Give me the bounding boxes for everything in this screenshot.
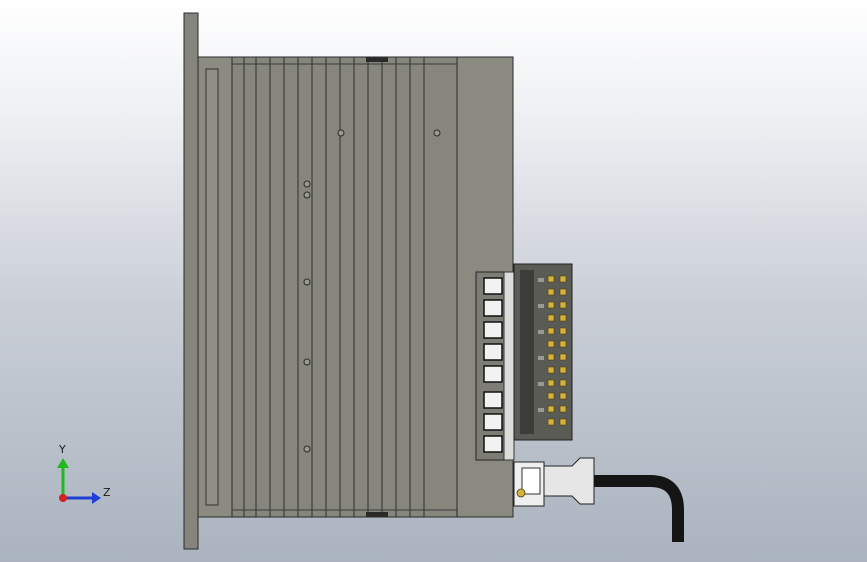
flange-slot bbox=[205, 68, 219, 506]
bottom-clip bbox=[366, 512, 388, 517]
top-clip bbox=[366, 57, 388, 62]
y-axis-arrow bbox=[57, 458, 69, 468]
heatsink-body bbox=[231, 56, 458, 518]
z-axis-arrow bbox=[92, 492, 101, 504]
screw-holes bbox=[303, 129, 441, 453]
encoder-plug bbox=[513, 457, 595, 507]
encoder-cable bbox=[594, 475, 684, 542]
y-axis-label: Y bbox=[59, 443, 66, 456]
mounting-flange bbox=[183, 12, 199, 550]
terminal-block bbox=[475, 271, 515, 461]
io-connector bbox=[513, 263, 573, 441]
heatsink-fins bbox=[243, 57, 425, 517]
origin-dot bbox=[59, 494, 67, 502]
z-axis-label: Z bbox=[103, 486, 111, 499]
axis-triad bbox=[57, 458, 101, 504]
